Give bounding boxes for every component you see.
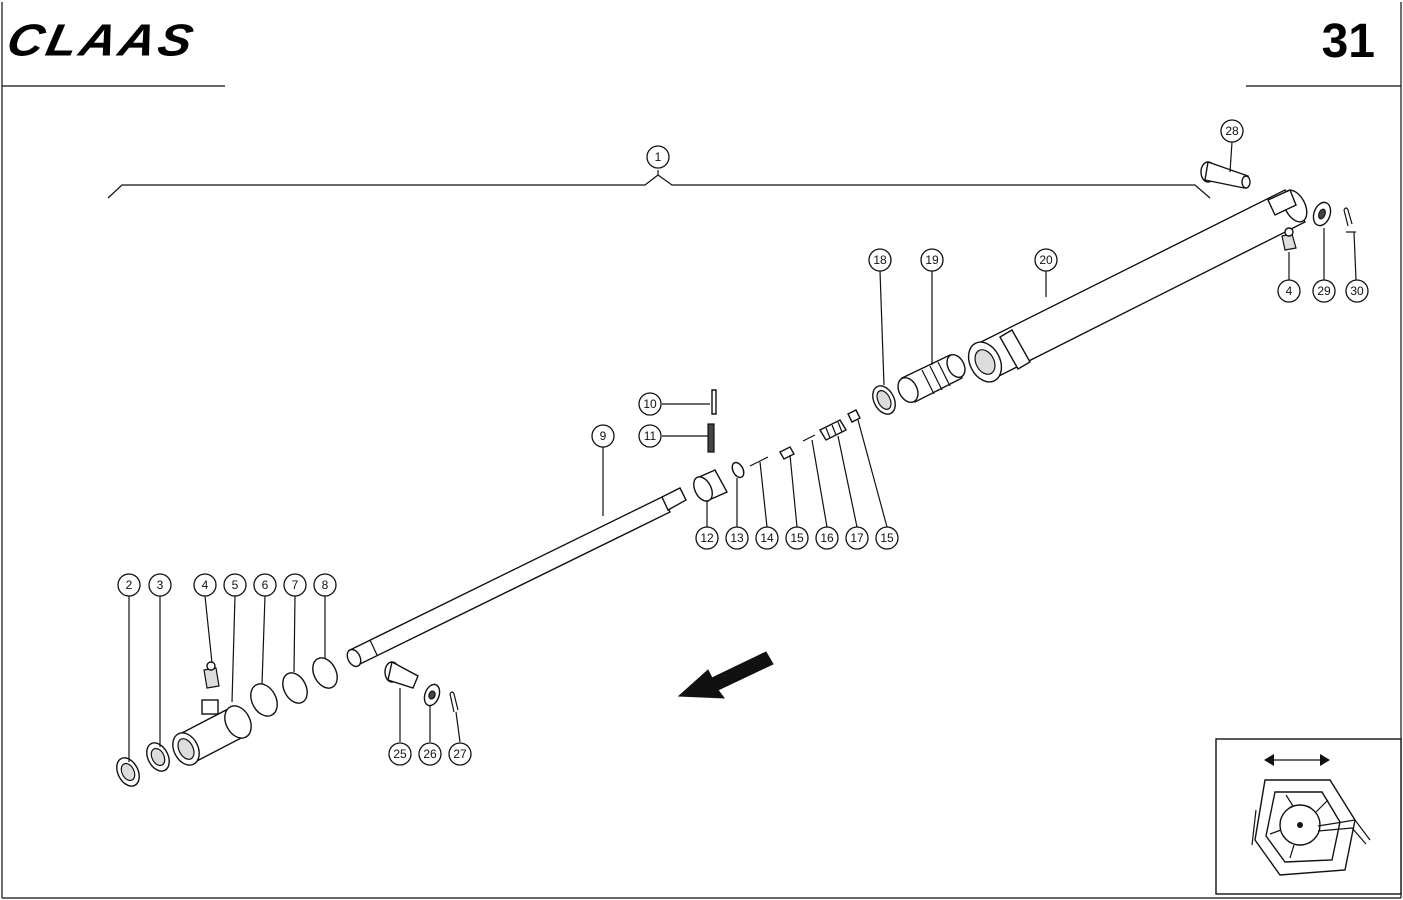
callout-16: 16 xyxy=(815,526,839,550)
svg-text:20: 20 xyxy=(1039,253,1053,267)
arrow-down-left-icon xyxy=(677,651,774,699)
callout-15b: 15 xyxy=(875,526,899,550)
svg-text:11: 11 xyxy=(644,429,657,443)
callout-29: 29 xyxy=(1312,279,1336,303)
callout-25: 25 xyxy=(388,742,412,766)
callout-13: 13 xyxy=(725,526,749,550)
svg-text:4: 4 xyxy=(1286,284,1293,298)
svg-text:5: 5 xyxy=(232,578,239,592)
pin-25 xyxy=(384,660,419,689)
svg-text:10: 10 xyxy=(643,397,657,411)
nut-12 xyxy=(693,469,728,502)
svg-text:30: 30 xyxy=(1350,284,1364,298)
callout-2: 2 xyxy=(117,573,141,597)
pin-11 xyxy=(707,423,715,453)
pin-28 xyxy=(1200,161,1251,189)
callout-18: 18 xyxy=(868,248,892,272)
callout-9: 9 xyxy=(591,424,615,448)
cylinder-tube xyxy=(967,189,1308,383)
svg-text:3: 3 xyxy=(157,578,164,592)
callout-4b: 4 xyxy=(1277,279,1301,303)
split-pin-30 xyxy=(1343,207,1353,227)
page-number: 31 xyxy=(1321,15,1375,68)
callout-14: 14 xyxy=(755,526,779,550)
cylinder-head-5 xyxy=(172,661,252,766)
callout-1: 1 xyxy=(646,145,670,169)
callout-8: 8 xyxy=(313,573,337,597)
rotor-arrow-icon xyxy=(1215,738,1402,895)
callout-10: 10 xyxy=(638,392,662,416)
callout-30: 30 xyxy=(1345,279,1369,303)
piston-rod-9 xyxy=(346,487,687,668)
svg-text:29: 29 xyxy=(1317,284,1331,298)
callout-19: 19 xyxy=(920,248,944,272)
svg-text:12: 12 xyxy=(700,531,714,545)
svg-text:4: 4 xyxy=(202,578,209,592)
svg-text:14: 14 xyxy=(760,531,774,545)
svg-text:18: 18 xyxy=(873,253,887,267)
callout-7: 7 xyxy=(283,573,307,597)
pin-10 xyxy=(711,389,717,415)
callout-4: 4 xyxy=(193,573,217,597)
assembly-bracket xyxy=(107,170,1211,199)
callout-26: 26 xyxy=(418,742,442,766)
svg-text:9: 9 xyxy=(600,429,607,443)
callout-6: 6 xyxy=(253,573,277,597)
callout-5: 5 xyxy=(223,573,247,597)
svg-text:1: 1 xyxy=(655,150,662,164)
svg-text:16: 16 xyxy=(820,531,834,545)
svg-text:7: 7 xyxy=(292,578,299,592)
washer-29 xyxy=(1312,201,1332,227)
svg-text:28: 28 xyxy=(1225,124,1239,138)
svg-text:6: 6 xyxy=(262,578,269,592)
svg-text:19: 19 xyxy=(925,253,939,267)
valve-parts xyxy=(731,409,861,479)
svg-text:26: 26 xyxy=(423,747,437,761)
seal-2 xyxy=(116,757,140,787)
callout-28: 28 xyxy=(1220,119,1244,143)
svg-text:25: 25 xyxy=(393,747,407,761)
svg-text:15: 15 xyxy=(880,531,894,545)
seal-18 xyxy=(872,385,896,415)
callout-17: 17 xyxy=(845,526,869,550)
seal-3 xyxy=(146,742,170,772)
piston-19 xyxy=(897,354,966,403)
svg-text:8: 8 xyxy=(322,578,329,592)
leader-lines xyxy=(128,141,1357,762)
callout-3: 3 xyxy=(148,573,172,597)
grease-nipple-top xyxy=(1281,227,1297,251)
svg-text:15: 15 xyxy=(790,531,804,545)
callout-12: 12 xyxy=(695,526,719,550)
svg-text:27: 27 xyxy=(453,747,467,761)
callout-27: 27 xyxy=(448,742,472,766)
callout-15: 15 xyxy=(785,526,809,550)
callout-11: 11 xyxy=(638,424,662,448)
svg-text:17: 17 xyxy=(850,531,864,545)
svg-text:13: 13 xyxy=(730,531,744,545)
callout-20: 20 xyxy=(1034,248,1058,272)
washer-26 xyxy=(423,683,441,707)
o-rings xyxy=(250,657,338,717)
split-pin-27 xyxy=(449,691,459,713)
svg-text:2: 2 xyxy=(126,578,133,592)
